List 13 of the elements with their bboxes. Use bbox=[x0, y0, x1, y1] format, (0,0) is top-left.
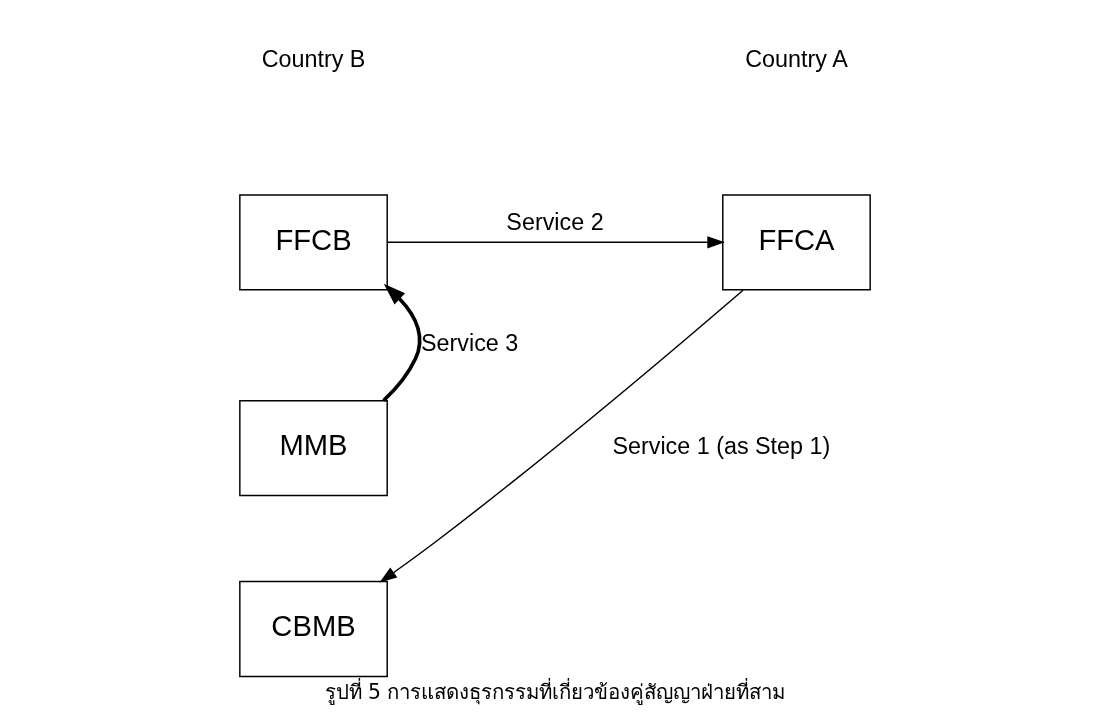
node-box: FFCB bbox=[238, 194, 388, 291]
node-box: CBMB bbox=[238, 580, 388, 678]
edge-label: Service 2 bbox=[505, 209, 604, 236]
label: Country A bbox=[744, 45, 848, 72]
arrow bbox=[381, 283, 421, 402]
node-box: FFCA bbox=[721, 194, 871, 291]
edge-label: Service 1 (as Step 1) bbox=[611, 432, 830, 459]
caption: รูปที่ 5 การแสดงธุรกรรมที่เกี่ยวข้องคู่สัญญาฝ่ายที่สาม bbox=[324, 679, 785, 704]
arrow bbox=[386, 236, 725, 249]
node-box: MMB bbox=[238, 399, 388, 497]
edge-label: Service 3 bbox=[420, 329, 518, 356]
label: Country B bbox=[261, 45, 365, 72]
arrow bbox=[379, 289, 744, 583]
